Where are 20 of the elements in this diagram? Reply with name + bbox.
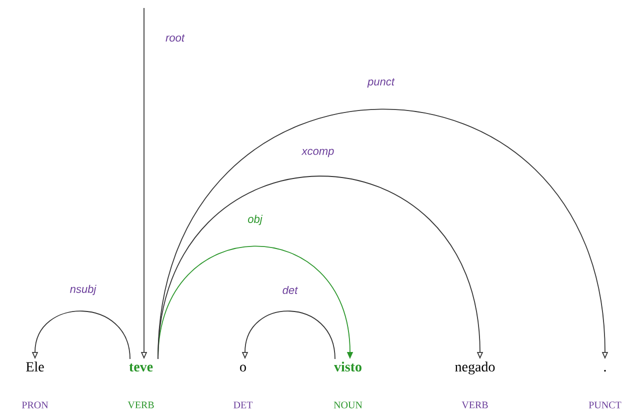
part-of-speech-tag: PRON: [22, 402, 48, 408]
edge-label: root: [164, 33, 186, 43]
arc-arrow: [158, 246, 354, 360]
edge-label: obj: [246, 214, 264, 226]
word: o: [240, 364, 246, 372]
edge-label: punct: [366, 77, 396, 89]
part-of-speech-tag: PUNCT: [588, 402, 622, 408]
part-of-speech-tag: VERB: [128, 402, 154, 408]
word: Ele: [26, 362, 44, 372]
arc-arrow: [158, 176, 484, 360]
word: negado: [455, 362, 495, 374]
word: .: [604, 370, 606, 372]
part-of-speech-tag: VERB: [462, 402, 488, 408]
edge-label: xcomp: [300, 148, 336, 158]
word: teve: [129, 364, 153, 372]
part-of-speech-tag: NOUN: [334, 402, 362, 408]
word: visto: [334, 362, 362, 372]
edge-label: det: [281, 284, 299, 296]
part-of-speech-tag: DET: [234, 402, 253, 408]
edge-label: nsubj: [68, 284, 98, 296]
